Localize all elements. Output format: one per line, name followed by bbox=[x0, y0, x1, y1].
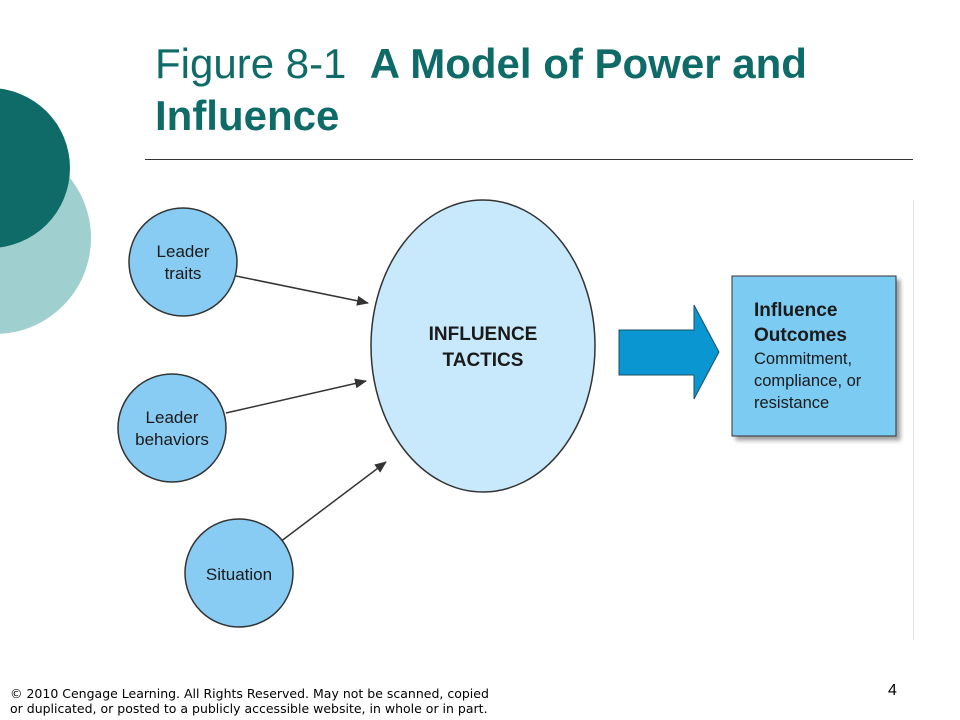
outcomes-detail-line3: resistance bbox=[754, 394, 829, 412]
page-number: 4 bbox=[888, 682, 897, 699]
title-divider bbox=[145, 159, 913, 160]
arrow-traits-to-tactics bbox=[235, 275, 369, 306]
node-situation: Situation bbox=[184, 518, 294, 628]
arrow-behaviors-to-tactics bbox=[225, 378, 367, 414]
dark-teal-circle bbox=[0, 88, 70, 248]
outcomes-heading-line1: Influence bbox=[754, 300, 837, 321]
leader-traits-label-line2: traits bbox=[165, 264, 202, 283]
title-text-line1: A Model of Power and bbox=[369, 40, 807, 87]
influence-tactics-label-line1: INFLUENCE bbox=[429, 324, 538, 345]
slide-title: Figure 8-1 A Model of Power and Influenc… bbox=[155, 38, 935, 142]
decorative-circles bbox=[0, 88, 91, 334]
copyright-line1: © 2010 Cengage Learning. All Rights Rese… bbox=[10, 686, 489, 701]
arrow-situation-to-tactics bbox=[279, 461, 387, 543]
big-right-arrow bbox=[618, 304, 720, 400]
situation-circle bbox=[184, 518, 294, 628]
leader-traits-circle bbox=[128, 207, 238, 317]
influence-outcomes-box bbox=[731, 275, 897, 437]
node-leader-traits: Leader traits bbox=[128, 207, 238, 317]
title-figure-number: Figure 8-1 bbox=[155, 40, 347, 87]
influence-tactics-label-line2: TACTICS bbox=[443, 350, 524, 371]
outcomes-detail-line1: Commitment, bbox=[754, 350, 852, 368]
copyright-line2: or duplicated, or posted to a publicly a… bbox=[10, 701, 488, 716]
leader-behaviors-label-line2: behaviors bbox=[135, 430, 209, 449]
leader-traits-label-line1: Leader bbox=[157, 242, 210, 261]
title-text-line2: Influence bbox=[155, 92, 340, 139]
leader-behaviors-circle bbox=[117, 373, 227, 483]
outcomes-heading-line2: Outcomes bbox=[754, 325, 847, 346]
copyright-notice: © 2010 Cengage Learning. All Rights Rese… bbox=[10, 686, 530, 716]
node-influence-tactics: INFLUENCE TACTICS bbox=[370, 199, 596, 493]
leader-behaviors-label-line1: Leader bbox=[146, 408, 199, 427]
outcomes-detail-line2: compliance, or bbox=[754, 372, 862, 390]
node-influence-outcomes: Influence Outcomes Commitment, complianc… bbox=[731, 275, 897, 437]
influence-tactics-ellipse bbox=[370, 199, 596, 493]
situation-label: Situation bbox=[206, 565, 272, 584]
node-leader-behaviors: Leader behaviors bbox=[117, 373, 227, 483]
